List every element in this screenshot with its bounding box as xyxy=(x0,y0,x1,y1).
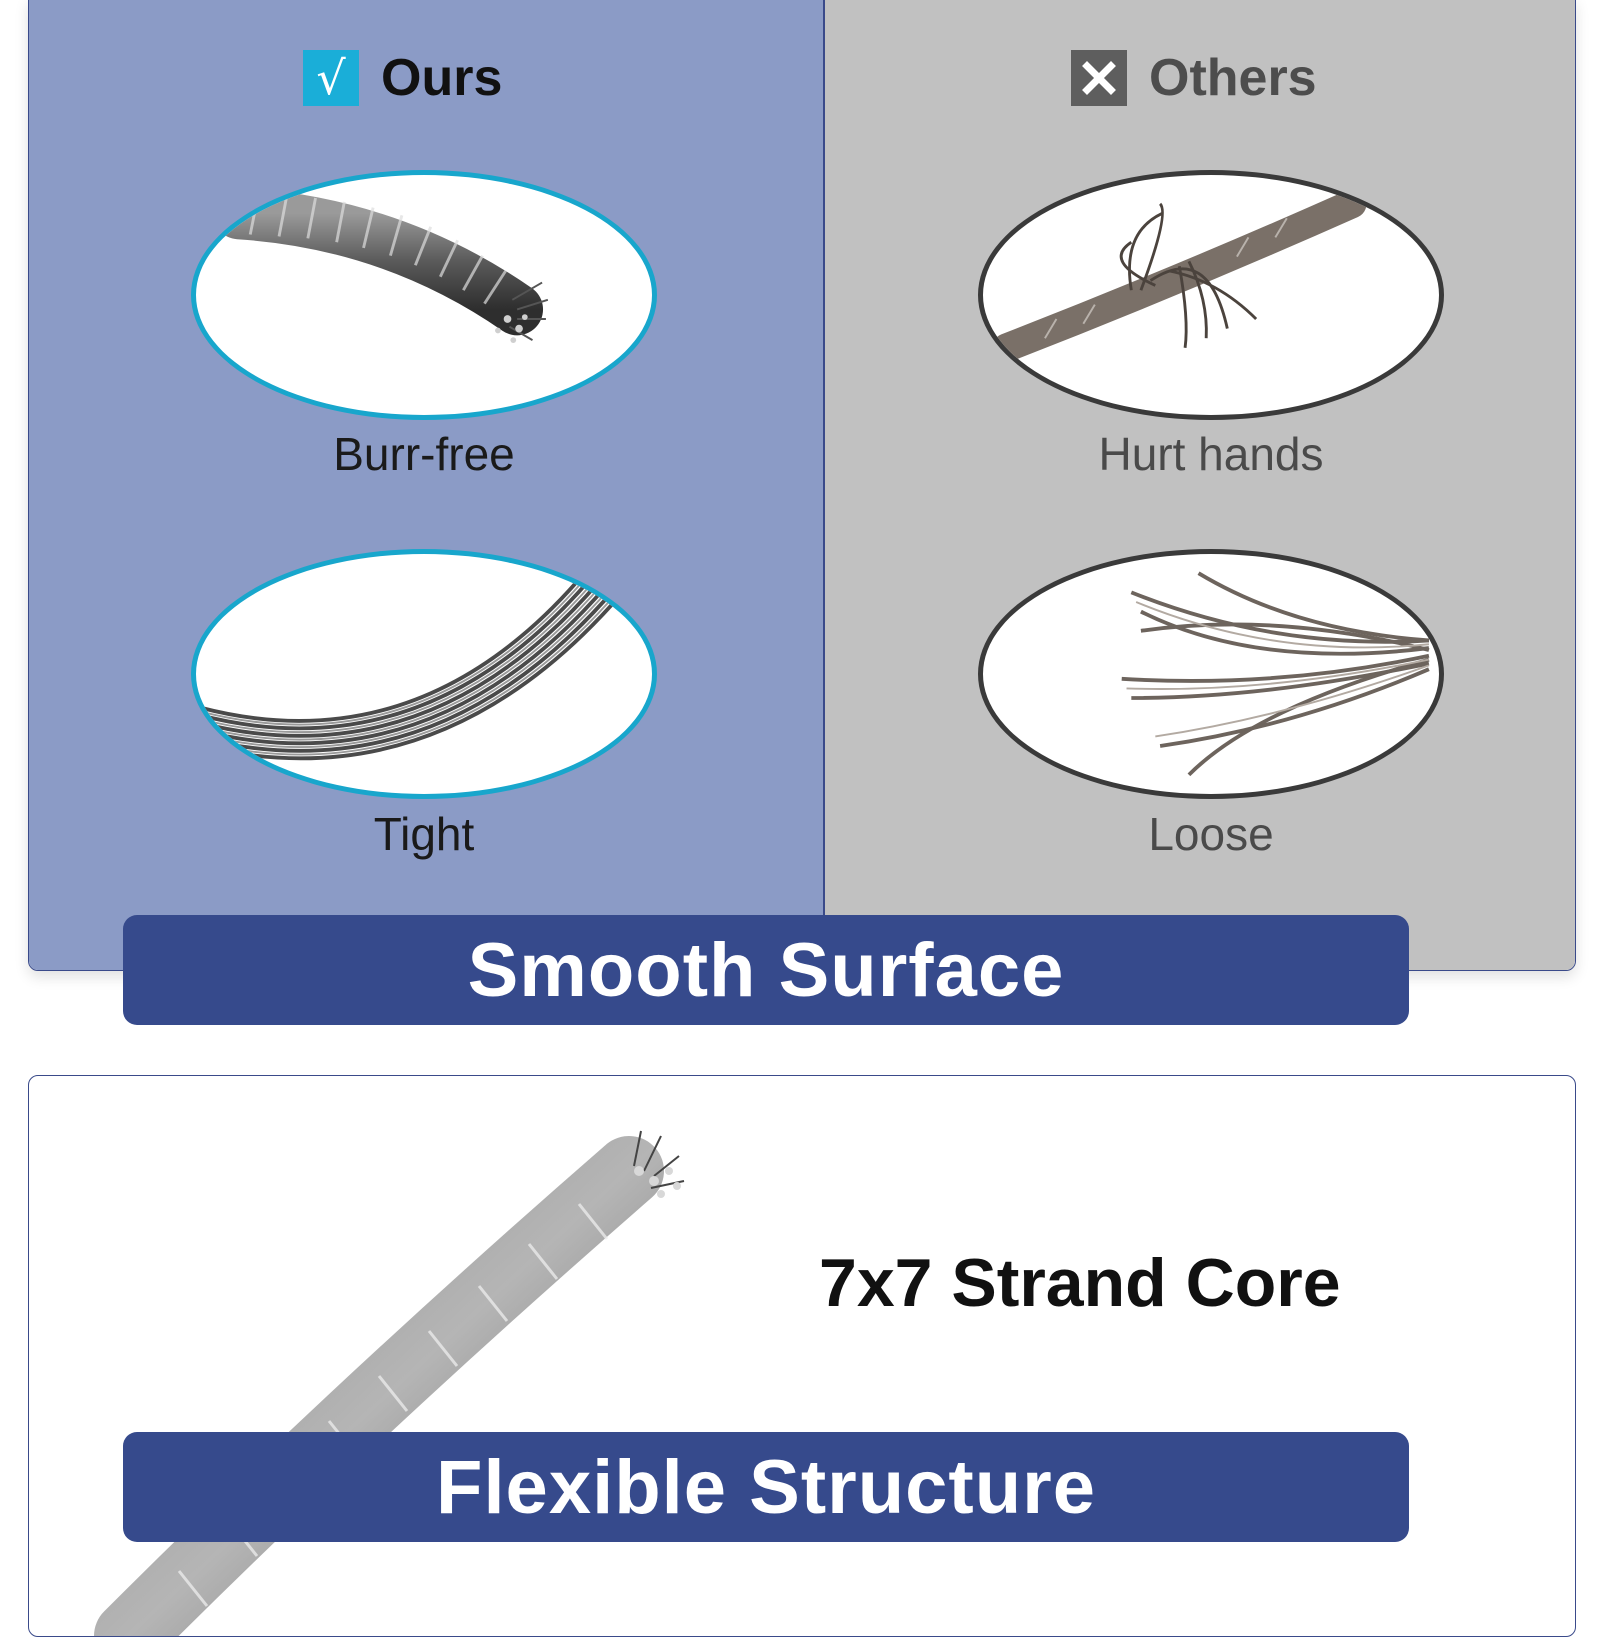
ours-column: √ Ours xyxy=(29,0,825,970)
cable-strand-illustration xyxy=(94,1130,685,1636)
structure-panel: 7x7 Strand Core xyxy=(28,1075,1576,1637)
checkmark-icon: √ xyxy=(303,50,359,106)
tight-cable-image xyxy=(191,549,657,799)
hurt-hands-caption: Hurt hands xyxy=(1098,428,1324,480)
strand-core-title: 7x7 Strand Core xyxy=(819,1245,1341,1321)
tight-cable-end-illustration xyxy=(212,187,549,343)
others-label: Others xyxy=(1149,49,1317,107)
cross-icon xyxy=(1071,50,1127,106)
others-column: Others Hurt hands xyxy=(825,0,1575,970)
tight-coiled-cable-illustration xyxy=(199,571,625,761)
burr-free-cable-image xyxy=(191,170,657,420)
loose-strands-illustration xyxy=(1121,571,1430,777)
smooth-surface-banner: Smooth Surface xyxy=(123,915,1409,1025)
ours-heading: √ Ours xyxy=(303,43,502,113)
ours-label: Ours xyxy=(381,49,503,107)
hurt-hands-cable-image xyxy=(978,170,1444,420)
comparison-panel: √ Ours xyxy=(28,0,1576,971)
burr-free-caption: Burr-free xyxy=(333,428,515,480)
tight-caption: Tight xyxy=(373,808,475,860)
loose-caption: Loose xyxy=(1148,808,1274,860)
frayed-cable-illustration xyxy=(992,189,1367,363)
others-heading: Others xyxy=(1071,43,1317,113)
loose-cable-image xyxy=(978,549,1444,799)
flexible-structure-banner: Flexible Structure xyxy=(123,1432,1409,1542)
